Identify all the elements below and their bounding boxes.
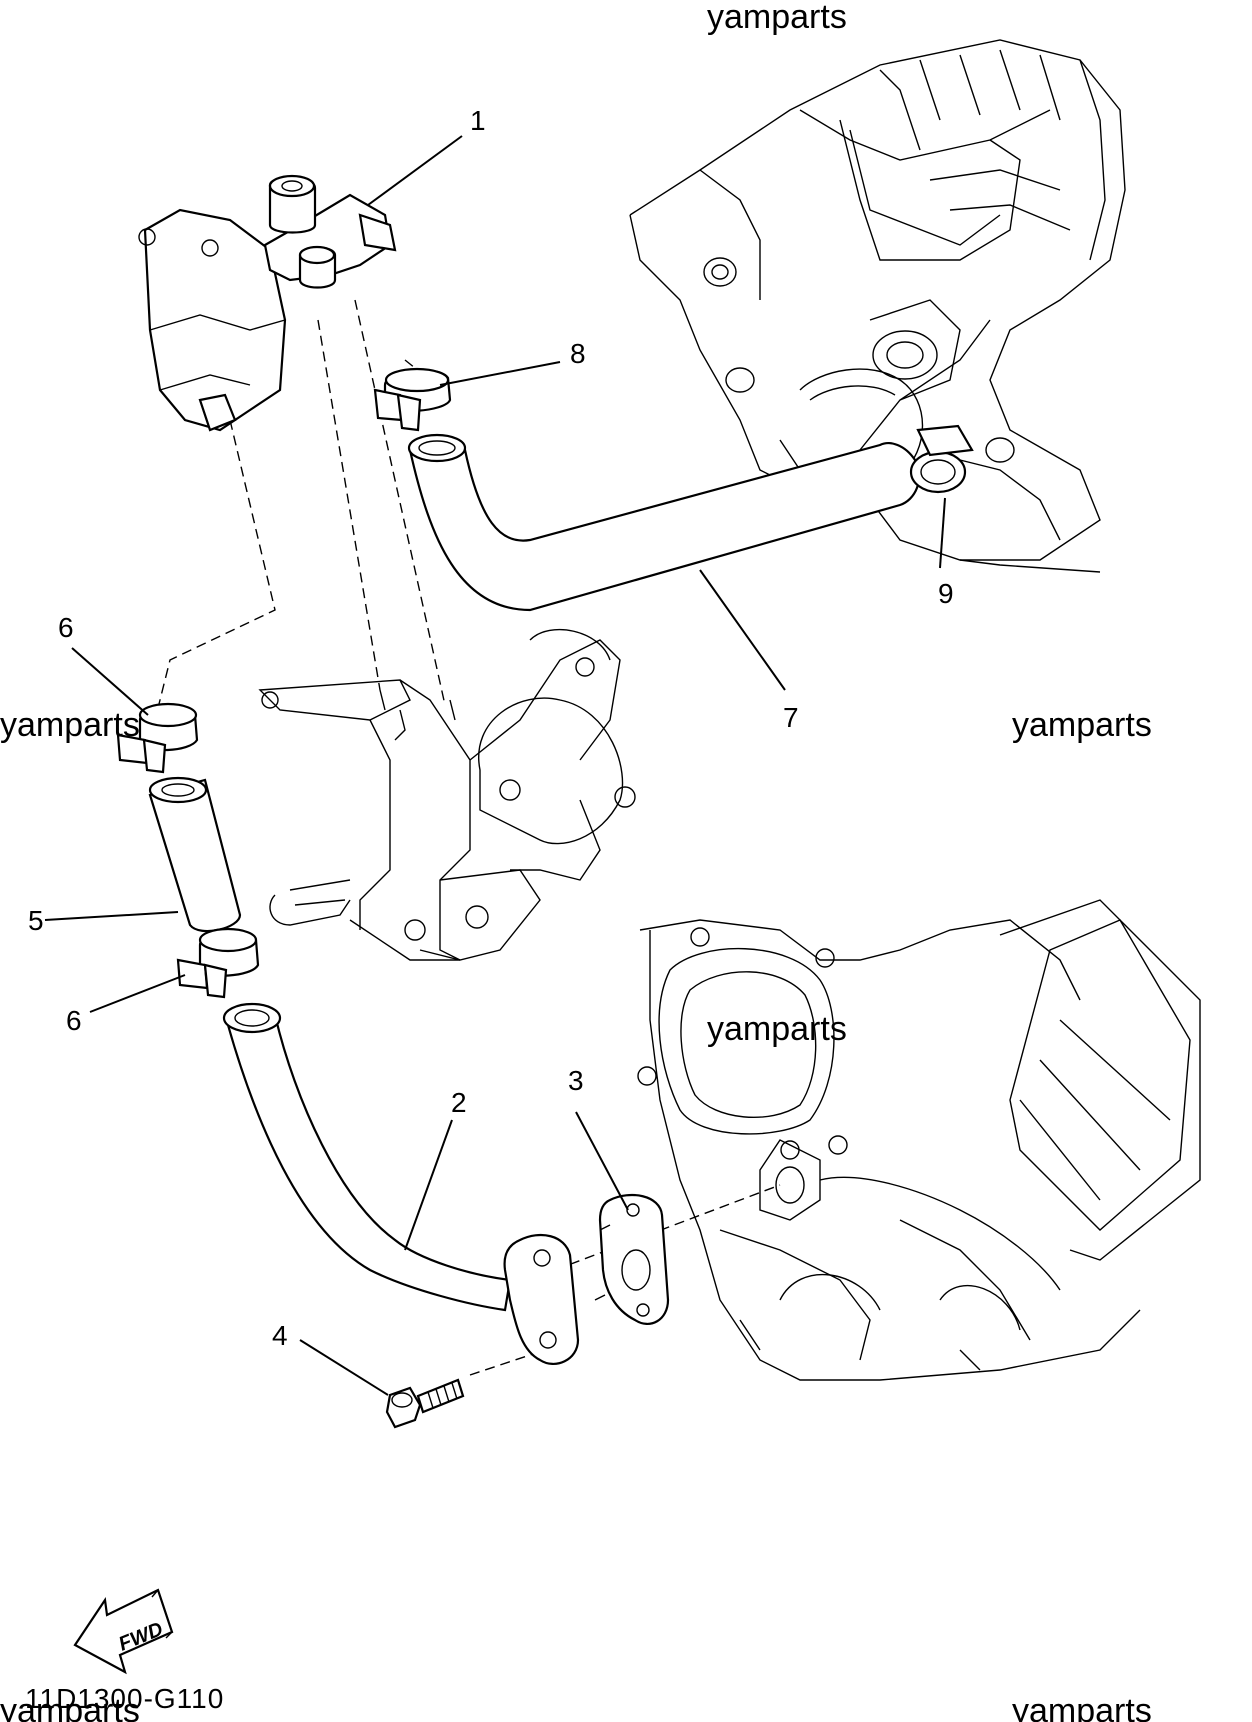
callout-8: 8 xyxy=(570,338,586,369)
watermark-bottom-left: yamparts xyxy=(0,1692,140,1722)
watermark-top: yamparts xyxy=(707,0,847,36)
hose-clamp-8 xyxy=(373,367,452,432)
callout-6-upper: 6 xyxy=(58,612,74,643)
callout-3: 3 xyxy=(568,1065,584,1096)
callout-5: 5 xyxy=(28,905,44,936)
hose-clamp-9 xyxy=(909,424,974,494)
leader-lines xyxy=(44,135,946,1396)
bolt-4 xyxy=(385,1378,465,1429)
cylinder-head-assembly xyxy=(637,899,1201,1381)
watermark-center: yamparts xyxy=(707,1010,847,1048)
watermark-bottom-right: yamparts xyxy=(1012,1692,1152,1722)
air-hose-7 xyxy=(407,433,921,612)
callout-1: 1 xyxy=(470,105,486,136)
gasket-3 xyxy=(594,1193,670,1326)
air-induction-valve xyxy=(138,174,397,432)
short-hose-5 xyxy=(148,776,242,933)
callout-6-lower: 6 xyxy=(66,1005,82,1036)
diagram-code: 11D1300-G110 xyxy=(25,1683,224,1714)
callout-9: 9 xyxy=(938,578,954,609)
fwd-arrow-icon: FWD xyxy=(73,1588,174,1675)
hose-clamp-6-upper xyxy=(116,702,199,774)
watermark-left: yamparts xyxy=(0,706,140,744)
callout-7: 7 xyxy=(783,702,799,733)
frame-bracket xyxy=(258,628,636,961)
watermark-right: yamparts xyxy=(1012,706,1152,744)
callout-2: 2 xyxy=(451,1087,467,1118)
callout-4: 4 xyxy=(272,1320,288,1351)
assembly-guide-lines xyxy=(154,299,781,1376)
hose-clamp-6-lower xyxy=(176,927,260,999)
air-pipe-2 xyxy=(222,1002,580,1366)
